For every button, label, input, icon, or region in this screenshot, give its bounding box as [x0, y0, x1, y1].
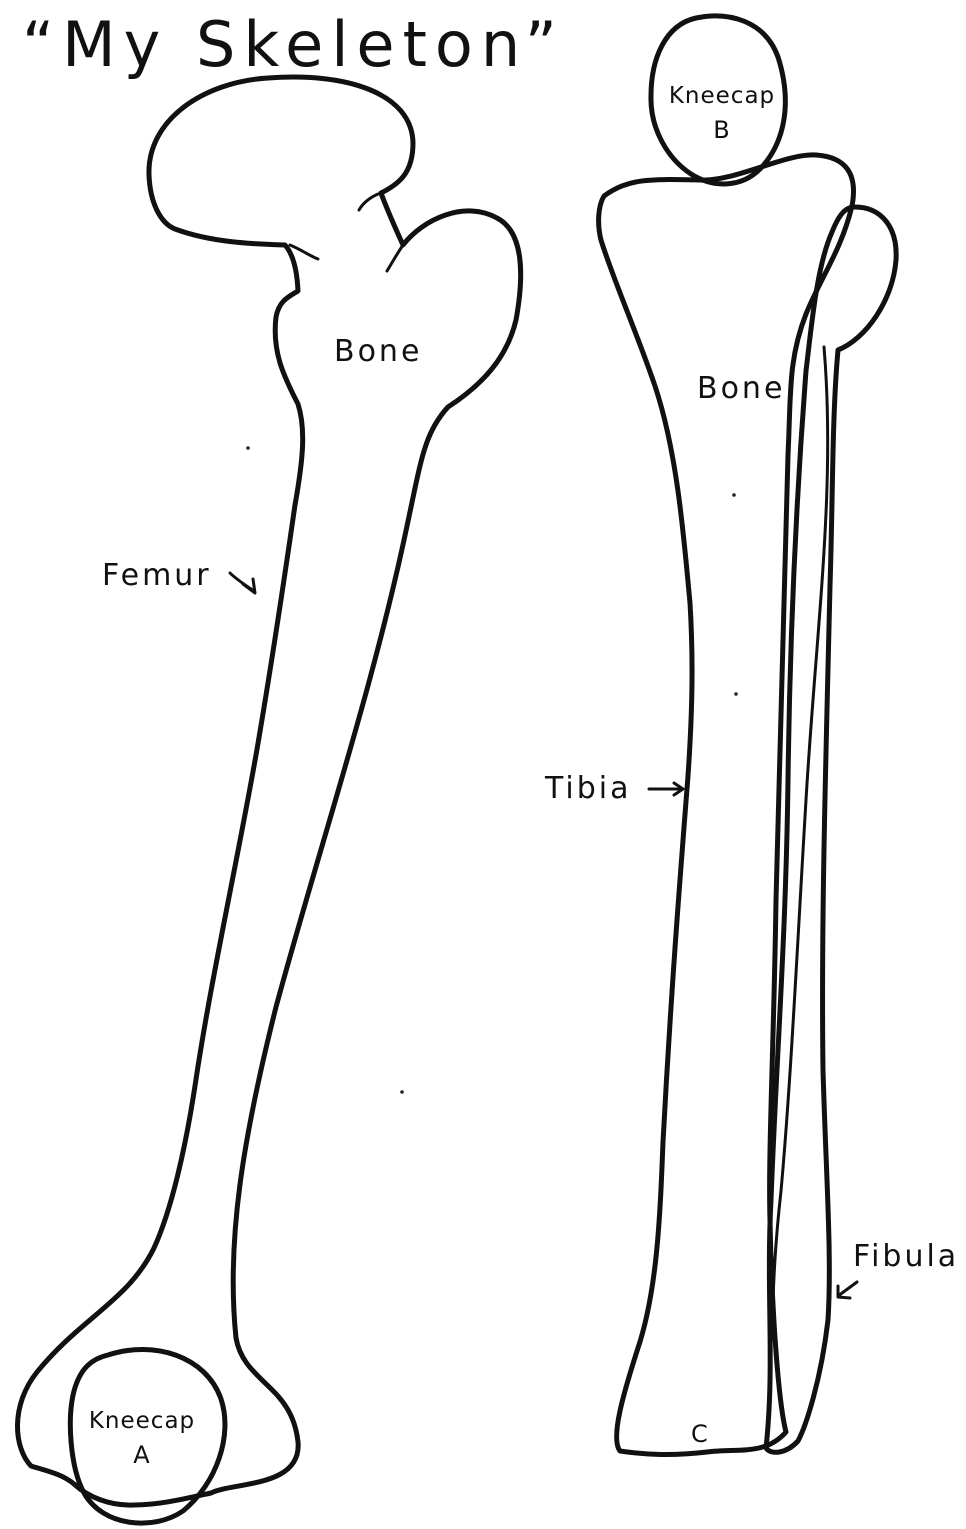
- c-label: C: [691, 1422, 709, 1446]
- femur-outline: [17, 77, 520, 1505]
- femur-head-line-right: [387, 245, 403, 271]
- femur-bone-label: Bone: [334, 337, 422, 367]
- tibia-arrow: [649, 783, 683, 795]
- stray-dot: [246, 446, 250, 450]
- stray-dot: [732, 493, 736, 497]
- fibula-arrow: [838, 1282, 857, 1298]
- stray-dot: [734, 692, 738, 696]
- tibia-bone-label: Bone: [697, 374, 785, 404]
- kneecap-b-letter: B: [666, 118, 778, 142]
- femur-neck-line-right: [359, 194, 378, 210]
- kneecap-b-label: Kneecap B: [666, 85, 778, 142]
- tibia-label: Tibia: [545, 774, 632, 804]
- femur-arrow: [230, 573, 255, 593]
- kneecap-b-text: Kneecap: [669, 83, 775, 109]
- femur-label: Femur: [102, 561, 212, 591]
- kneecap-a-letter: A: [82, 1443, 202, 1467]
- page-title: “My Skeleton”: [22, 14, 565, 76]
- fibula-label: Fibula: [853, 1242, 959, 1272]
- tibia-outline: [599, 155, 854, 1455]
- stray-dot: [400, 1090, 404, 1094]
- kneecap-a-label: Kneecap A: [82, 1410, 202, 1467]
- kneecap-a-text: Kneecap: [89, 1408, 195, 1434]
